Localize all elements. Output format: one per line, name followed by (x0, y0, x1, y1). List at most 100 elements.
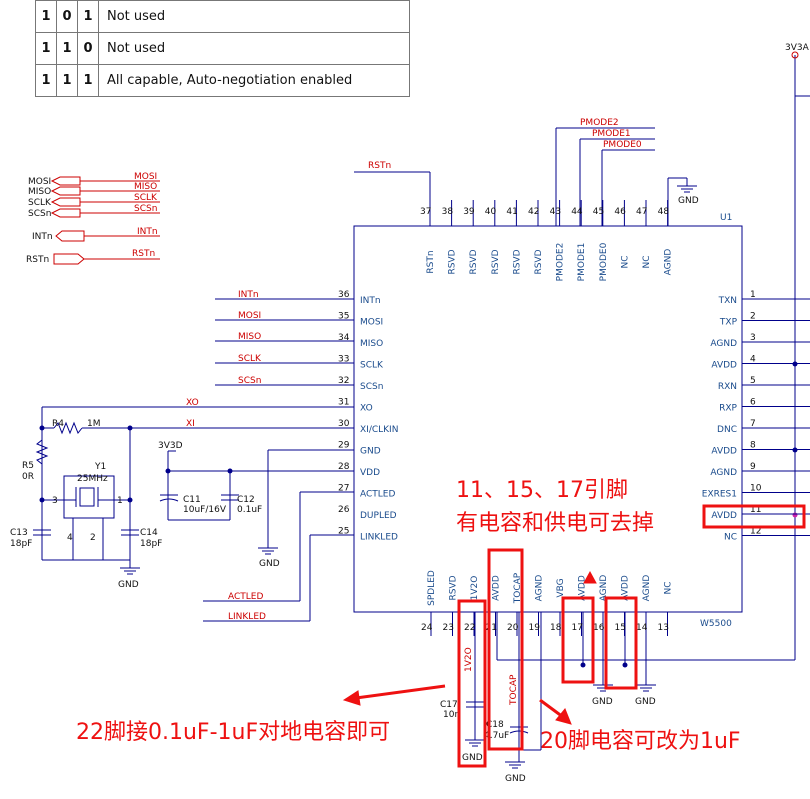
port-miso: MISO (28, 187, 51, 197)
pin-name-left: GND (360, 447, 381, 457)
pin-name-right: AGND (710, 468, 737, 478)
pin-name-right: EXRES1 (702, 490, 737, 500)
c13-value: 18pF (10, 539, 32, 549)
pin-number-right: 2 (750, 312, 756, 322)
pin-number-top: 42 (528, 207, 539, 217)
port-mosi: MOSI (28, 177, 51, 187)
pin-number-left: 28 (338, 462, 350, 472)
port-scsn: SCSn (28, 209, 51, 219)
pin-number-left: 33 (338, 355, 349, 365)
gnd-c18-label: GND (505, 774, 526, 784)
pin-name-bottom: AGND (599, 575, 609, 602)
net-xo: XO (186, 398, 199, 408)
pin-name-right: TXP (719, 318, 738, 328)
pin-number-right: 12 (750, 527, 761, 537)
highlight-pin11 (702, 504, 806, 529)
pin-name-bottom: 1V2O (470, 576, 480, 601)
net-intn-chip: INTn (238, 290, 259, 300)
pin-name-top: PMODE2 (556, 243, 566, 282)
pin-name-bottom: TOCAP (513, 572, 523, 604)
net-sclk-port: SCLK (134, 193, 158, 203)
pin-name-right: RXP (719, 404, 737, 414)
pin-name-bottom: AGND (535, 575, 545, 602)
pin-name-bottom: NC (664, 581, 674, 594)
pin-name-top: RSVD (491, 249, 501, 274)
pin-name-left: SCSn (360, 382, 383, 392)
pin-name-top: PMODE0 (599, 242, 609, 281)
y1-pin4: 4 (67, 533, 73, 543)
y1-pin1: 1 (117, 496, 123, 506)
pin-number-left: 25 (338, 527, 349, 537)
pin-number-left: 31 (338, 398, 349, 408)
table-cell-desc: All capable, Auto-negotiation enabled (98, 64, 410, 97)
pin-name-right: AVDD (711, 447, 737, 457)
pin-name-left: MOSI (360, 318, 383, 328)
pin-name-top: RSVD (448, 249, 458, 274)
net-rstn-top: RSTn (368, 161, 391, 171)
pin-number-top: 48 (658, 207, 670, 217)
pin-number-left: 34 (338, 333, 350, 343)
net-tocap: TOCAP (509, 674, 519, 706)
pin-number-bottom: 16 (593, 623, 605, 633)
pin-number-bottom: 17 (572, 623, 583, 633)
pin-number-top: 46 (614, 207, 626, 217)
pin-name-bottom: SPDLED (427, 570, 437, 606)
pin-number-top: 38 (442, 207, 454, 217)
pin-number-bottom: 18 (550, 623, 562, 633)
rail-3v3d-label: 3V3D (158, 441, 183, 451)
pin-number-bottom: 19 (529, 623, 541, 633)
pin-number-left: 29 (338, 441, 350, 451)
chip-ref: U1 (720, 213, 732, 223)
port-rstn: RSTn (26, 255, 49, 265)
c18-ref: C18 (486, 720, 504, 730)
pin-number-left: 26 (338, 505, 350, 515)
pin-number-left: 30 (338, 419, 350, 429)
table-cell-desc: Not used (98, 32, 410, 65)
r4-value: 1M (87, 419, 101, 429)
pin-name-right: TXN (718, 296, 737, 306)
pin-name-bottom: VBG (556, 578, 566, 597)
net-xi: XI (186, 419, 195, 429)
note-pin20-cap: 20脚电容可改为1uF (540, 729, 741, 754)
c17-ref: C17 (440, 700, 458, 710)
net-scsn-chip: SCSn (238, 376, 261, 386)
net-scsn-port: SCSn (134, 204, 157, 214)
pin-number-right: 10 (750, 484, 762, 494)
y1-pin2: 2 (90, 533, 96, 543)
pin-number-left: 35 (338, 312, 349, 322)
net-rstn-port: RSTn (132, 249, 155, 259)
r5-ref: R5 (22, 461, 34, 471)
r4-ref: R4 (52, 419, 64, 429)
chip-body (353, 225, 743, 613)
c12-ref: C12 (237, 495, 255, 505)
pin-number-left: 32 (338, 376, 349, 386)
net-linkled: LINKLED (228, 612, 266, 622)
note-pins-11-15-17: 11、15、17引脚 (456, 478, 628, 503)
highlight-pin17 (561, 596, 595, 684)
gnd-p16-label: GND (592, 697, 613, 707)
pin-name-left: MISO (360, 339, 383, 349)
pin-number-top: 44 (571, 207, 583, 217)
pin-name-top: RSTn (426, 250, 436, 273)
pin-name-bottom: AGND (642, 575, 652, 602)
r5-value: 0R (22, 472, 34, 482)
port-intn: INTn (32, 232, 53, 242)
c17-value: 10n (443, 710, 460, 720)
pin-number-right: 7 (750, 419, 756, 429)
pin-number-right: 1 (750, 290, 756, 300)
c11-ref: C11 (183, 495, 201, 505)
pin-name-top: RSVD (512, 249, 522, 274)
pin-name-left: LINKLED (360, 533, 398, 543)
pin-number-top: 40 (485, 207, 497, 217)
net-miso-chip: MISO (238, 332, 261, 342)
highlight-pin20 (487, 548, 524, 751)
net-pmode1: PMODE1 (592, 129, 631, 139)
pin-number-left: 36 (338, 290, 350, 300)
pin-name-left: XI/CLKIN (360, 425, 398, 435)
rail-3v3a-label: 3V3A (785, 43, 810, 53)
pin-number-top: 41 (506, 207, 517, 217)
pin-name-bottom: AVDD (578, 575, 588, 601)
